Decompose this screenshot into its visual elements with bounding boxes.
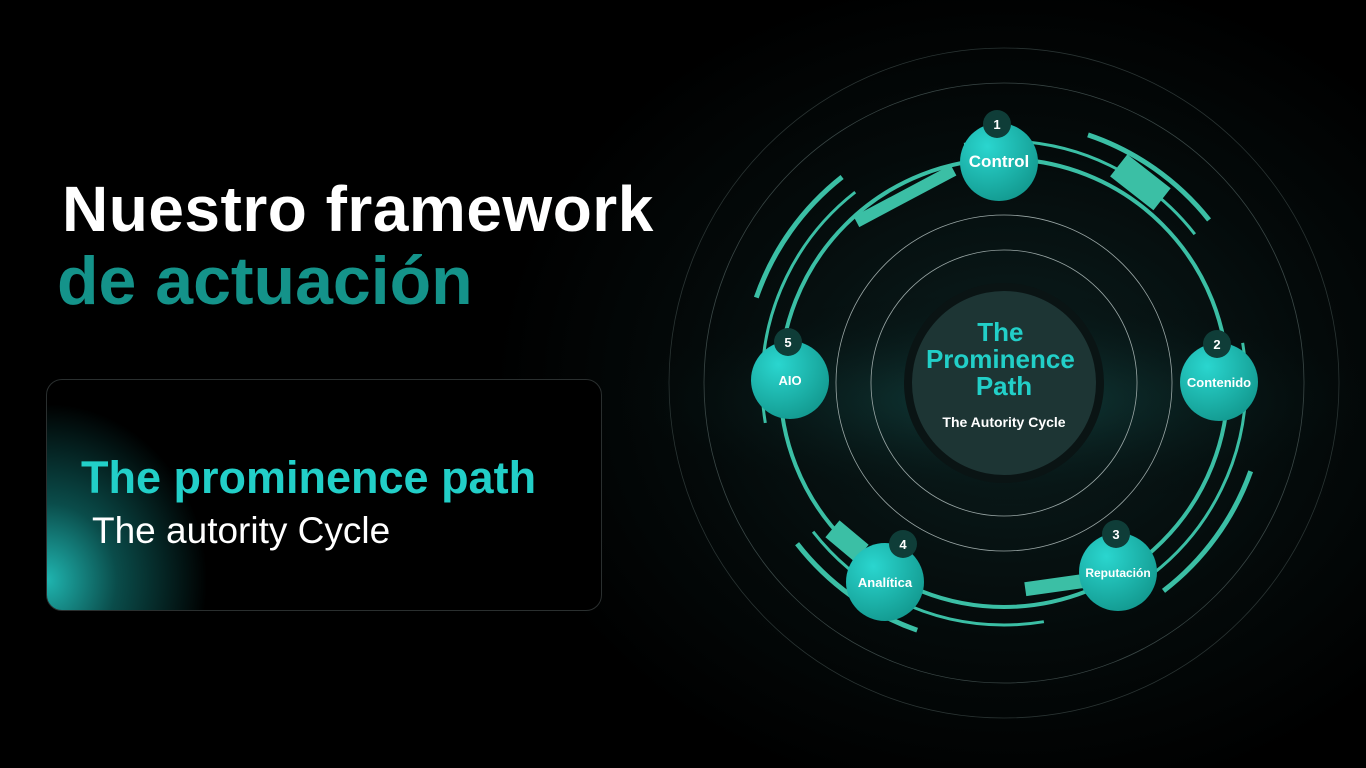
step-number-badge (1102, 520, 1130, 548)
step-circle (1079, 533, 1157, 611)
step-number-badge (774, 328, 802, 356)
step-label: Analítica (858, 575, 913, 590)
step-number: 5 (784, 335, 791, 350)
center-subtitle: The Autority Cycle (942, 414, 1065, 430)
step-circle (846, 543, 924, 621)
step-number-badge (889, 530, 917, 558)
prominence-path-card: The prominence path The autority Cycle (46, 379, 602, 611)
step-number: 3 (1112, 527, 1119, 542)
center-disc (912, 291, 1096, 475)
step-label: Reputación (1085, 566, 1150, 580)
step-label: AIO (778, 373, 801, 388)
step-circle (960, 123, 1038, 201)
center-title-line-2: Prominence (926, 344, 1075, 374)
orbit-rings (668, 47, 1340, 719)
center-title-line-3: Path (976, 371, 1032, 401)
step-number-badge (983, 110, 1011, 138)
headline-line-2: de actuación (57, 243, 473, 319)
center-title-line-1: The (977, 317, 1023, 347)
step-circle (1180, 343, 1258, 421)
step-number: 2 (1213, 337, 1220, 352)
step-label: Control (969, 152, 1029, 171)
step-circle (751, 341, 829, 419)
headline-line-1: Nuestro framework (62, 173, 654, 245)
ring-accent-blocks (825, 154, 1171, 597)
card-subtitle: The autority Cycle (92, 510, 391, 551)
step-number: 4 (899, 537, 907, 552)
step-label: Contenido (1187, 375, 1251, 390)
step-number-badge (1203, 330, 1231, 358)
step-number: 1 (993, 117, 1000, 132)
svg-text:The Prominence Path: The Prominence Path (926, 317, 1082, 401)
card-title: The prominence path (81, 452, 537, 503)
